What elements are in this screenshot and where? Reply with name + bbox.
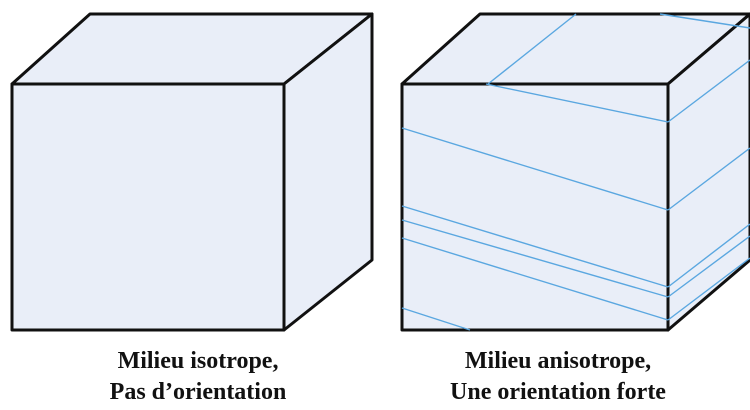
anisotropic-caption-line-1: Milieu anisotrope, bbox=[464, 348, 652, 374]
layer-line-2-side bbox=[667, 147, 750, 211]
layer-line-5 bbox=[401, 237, 669, 321]
layer-line-top-face-2 bbox=[659, 13, 750, 29]
anisotropic-caption: Milieu anisotrope, Une orientation forte bbox=[388, 346, 728, 408]
anisotropic-cube bbox=[400, 12, 750, 332]
anisotropic-caption-line-2: Une orientation forte bbox=[450, 379, 666, 405]
layer-line-top-face bbox=[487, 13, 577, 85]
isotropic-caption: Milieu isotrope, Pas d’orientation bbox=[28, 346, 368, 408]
anisotropic-cube-front-face bbox=[400, 82, 670, 332]
isotropic-caption-line-1: Milieu isotrope, bbox=[117, 348, 279, 374]
layer-line-6 bbox=[401, 307, 471, 331]
layer-line-5-side bbox=[667, 257, 750, 321]
isotropic-caption-line-2: Pas d’orientation bbox=[109, 379, 287, 405]
layer-line-4-side bbox=[667, 235, 750, 298]
layer-line-3 bbox=[401, 205, 669, 288]
layer-line-1-side bbox=[667, 59, 750, 123]
isotropic-cube-front-face bbox=[10, 82, 286, 332]
layer-line-2 bbox=[401, 127, 669, 211]
layer-line-3-side bbox=[667, 223, 750, 288]
layer-line-4 bbox=[401, 219, 669, 298]
anisotropic-layer-lines bbox=[401, 13, 750, 331]
layer-line-1 bbox=[485, 83, 669, 123]
isotropic-cube bbox=[10, 12, 374, 332]
